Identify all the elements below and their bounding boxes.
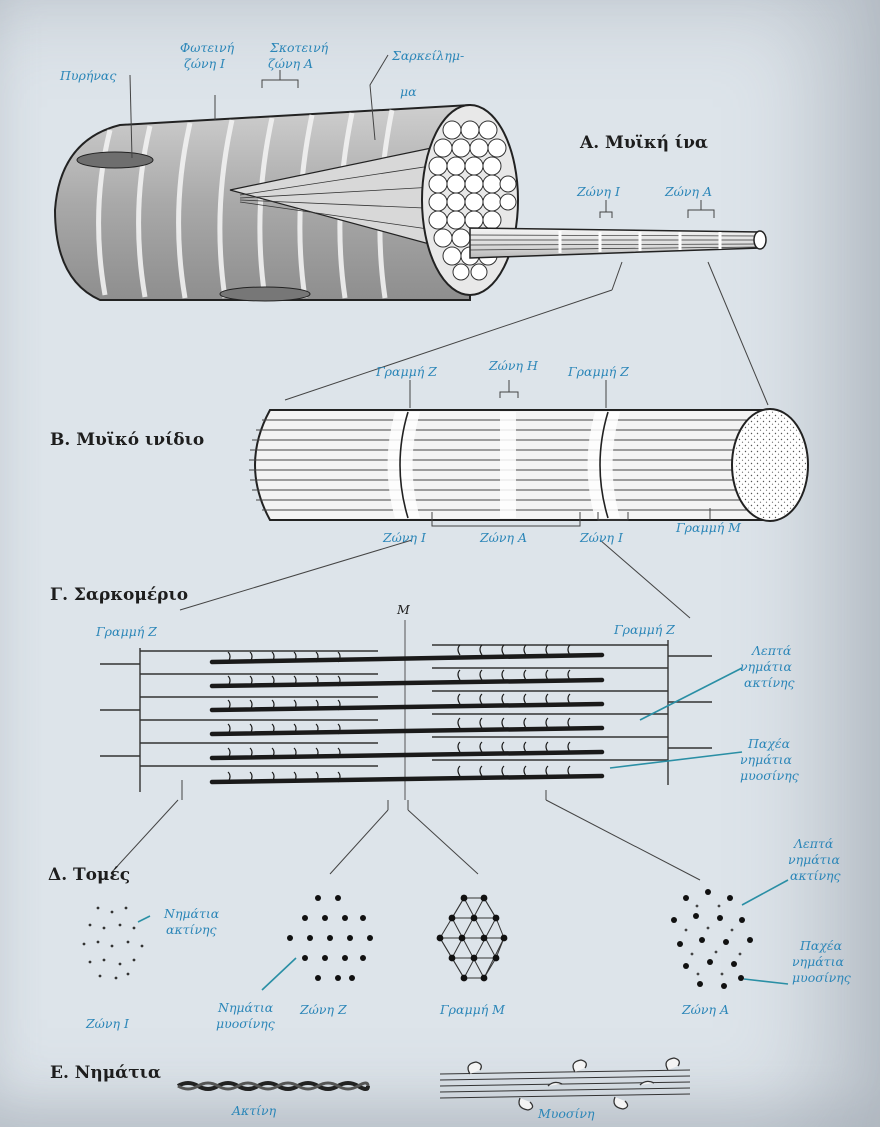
sarcomere-zline-left-label: Γραμμή Ζ bbox=[95, 624, 157, 639]
dark-band-label-line2: ζώνη Α bbox=[268, 56, 313, 71]
sarcomere-illustration bbox=[100, 620, 712, 800]
sarcomere-thin-label-line3: ακτίνης bbox=[744, 675, 795, 690]
section-d-title: Δ. Τομές bbox=[48, 865, 130, 885]
fiber-zone-i-label: Ζώνη Ι bbox=[576, 184, 621, 199]
sarcomere-thick-label-line1: Παχέα bbox=[747, 736, 791, 751]
section-a-title: Α. Μυϊκή ίνα bbox=[579, 133, 708, 153]
myofibril-zline-left-label: Γραμμή Ζ bbox=[375, 364, 437, 379]
sarcolemma-label-line2: μα bbox=[400, 84, 417, 99]
light-band-label-line1: Φωτεινή bbox=[180, 40, 235, 55]
cut-thin-label-line2: νημάτια bbox=[788, 852, 840, 867]
sarcomere-thin-label-line2: νημάτια bbox=[740, 659, 792, 674]
cut-zone-z-label: Ζώνη Ζ bbox=[299, 1002, 347, 1017]
cut-thin-label-line1: Λεπτά bbox=[793, 836, 834, 851]
h-zone-label: Ζώνη Η bbox=[488, 358, 539, 373]
section-e-title: Ε. Νημάτια bbox=[50, 1063, 161, 1083]
sarcomere-m-label: Μ bbox=[396, 602, 411, 617]
actin-filament-illustration bbox=[178, 1083, 368, 1089]
sarcomere-thick-label-line2: νημάτια bbox=[740, 752, 792, 767]
sarcomere-zline-right-label: Γραμμή Ζ bbox=[613, 622, 675, 637]
section-b-title: Β. Μυϊκό ινίδιο bbox=[50, 430, 204, 450]
actin-label: Ακτίνη bbox=[231, 1103, 277, 1118]
myofibril-zone-i-left-label: Ζώνη Ι bbox=[382, 530, 427, 545]
sarcolemma-label-line1: Σαρκείλημ- bbox=[391, 48, 464, 63]
cut-myosin-label-line2: μυοσίνης bbox=[216, 1016, 275, 1031]
nucleus-label: Πυρήνας bbox=[59, 68, 116, 83]
cut-thick-label-line1: Παχέα bbox=[799, 938, 843, 953]
cross-section-zone-a bbox=[671, 889, 753, 989]
cut-actin-label-line2: ακτίνης bbox=[166, 922, 217, 937]
m-line-label: Γραμμή Μ bbox=[675, 520, 742, 535]
dark-band-label-line1: Σκοτεινή bbox=[269, 40, 329, 55]
myofibril-illustration bbox=[249, 409, 808, 521]
sarcomere-thick-label-line3: μυοσίνης bbox=[740, 768, 799, 783]
myofibril-zline-right-label: Γραμμή Ζ bbox=[567, 364, 629, 379]
light-band-label-line2: ζώνη Ι bbox=[184, 56, 226, 71]
cross-section-zone-i bbox=[83, 907, 144, 980]
myosin-label: Μυοσίνη bbox=[537, 1106, 595, 1121]
cut-actin-label-line1: Νημάτια bbox=[163, 906, 220, 921]
cut-zone-a-label: Ζώνη Α bbox=[681, 1002, 729, 1017]
cut-thin-label-line3: ακτίνης bbox=[790, 868, 841, 883]
cross-section-m-line bbox=[437, 895, 508, 982]
myofibril-zone-i-right-label: Ζώνη Ι bbox=[579, 530, 624, 545]
cut-zone-i-label: Ζώνη Ι bbox=[85, 1016, 130, 1031]
fiber-zone-a-label: Ζώνη Α bbox=[664, 184, 712, 199]
cross-section-zone-z bbox=[287, 895, 373, 981]
cut-thick-label-line2: νημάτια bbox=[792, 954, 844, 969]
myofibril-zone-a-label: Ζώνη Α bbox=[479, 530, 527, 545]
cut-myosin-label-line1: Νημάτια bbox=[217, 1000, 274, 1015]
cut-m-line-label: Γραμμή Μ bbox=[439, 1002, 506, 1017]
myosin-filament-illustration bbox=[440, 1058, 690, 1110]
cut-thick-label-line3: μυοσίνης bbox=[792, 970, 851, 985]
sarcomere-thin-label-line1: Λεπτά bbox=[751, 643, 792, 658]
section-c-title: Γ. Σαρκομέριο bbox=[50, 585, 188, 605]
